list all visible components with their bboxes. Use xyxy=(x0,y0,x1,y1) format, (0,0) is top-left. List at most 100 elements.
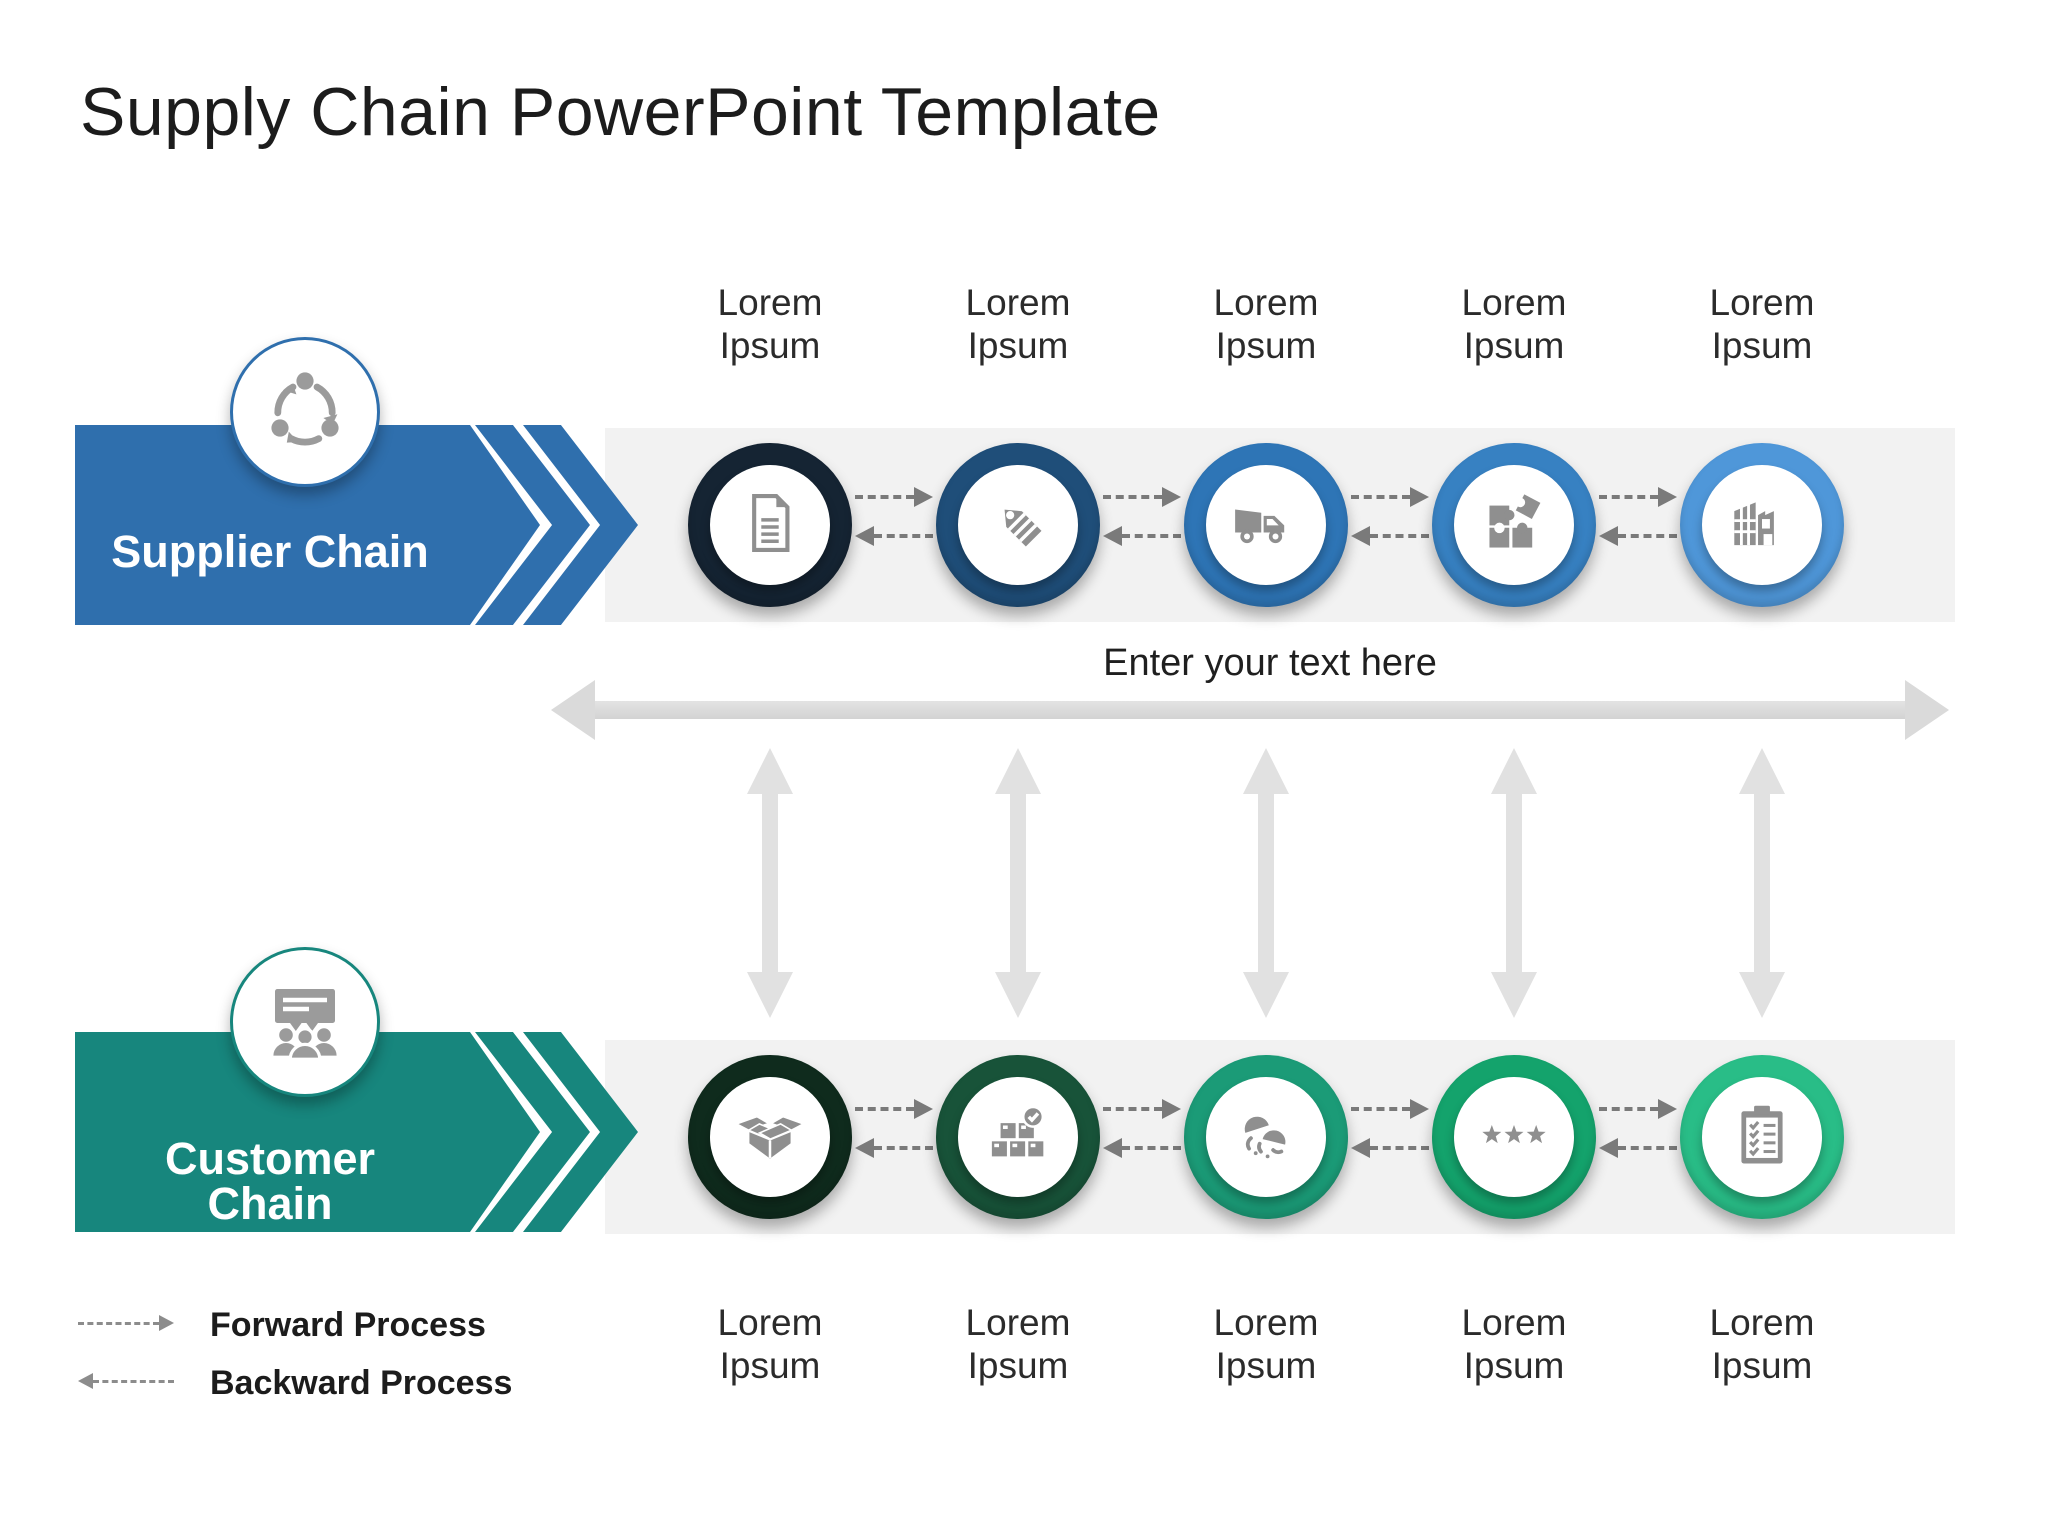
dash-line xyxy=(874,1146,933,1150)
customer-band-label[interactable]: Customer Chain xyxy=(164,1133,376,1229)
supplier-step-1-circle xyxy=(688,443,852,607)
customer-step-5-label[interactable]: Lorem Ipsum xyxy=(1709,1302,1815,1386)
customer-step-4-label[interactable]: Lorem Ipsum xyxy=(1461,1302,1567,1386)
boxes-check-icon xyxy=(980,1097,1056,1178)
arrow-head-left xyxy=(551,680,595,740)
customer-step-1-circle xyxy=(688,1055,852,1219)
meeting-icon xyxy=(257,972,353,1073)
supplier-step-3-label[interactable]: Lorem Ipsum xyxy=(1213,282,1319,366)
vertical-double-arrow-4 xyxy=(1491,748,1537,1018)
vertical-double-arrow-5 xyxy=(1739,748,1785,1018)
supplier-step-3-face xyxy=(1206,465,1326,585)
supplier-backward-arrow-1 xyxy=(855,526,933,546)
supplier-step-5-circle xyxy=(1680,443,1844,607)
arrow-head-right xyxy=(1162,1099,1181,1119)
dash-line xyxy=(874,534,933,538)
arrow-head-right xyxy=(914,1099,933,1119)
arrow-head-up xyxy=(747,748,793,794)
customer-step-2-label[interactable]: Lorem Ipsum xyxy=(965,1302,1071,1386)
dash-line xyxy=(1599,1107,1658,1111)
supplier-step-1-label[interactable]: Lorem Ipsum xyxy=(717,282,823,366)
supplier-step-2-face xyxy=(958,465,1078,585)
price-tag-icon xyxy=(980,485,1056,566)
vertical-double-arrow-3 xyxy=(1243,748,1289,1018)
arrow-head-up xyxy=(995,748,1041,794)
legend-backward-label: Backward Process xyxy=(210,1364,513,1402)
dash-line xyxy=(1370,1146,1429,1150)
factory-icon xyxy=(1724,485,1800,566)
truck-icon xyxy=(1228,485,1304,566)
arrow-head-right xyxy=(1162,487,1181,507)
customer-step-2-circle xyxy=(936,1055,1100,1219)
arrow-head-down xyxy=(747,972,793,1018)
dash-line xyxy=(93,1379,174,1383)
supplier-band: Supplier Chain xyxy=(75,425,540,625)
document-icon xyxy=(732,485,808,566)
arrow-head-right xyxy=(1410,487,1429,507)
supplier-backward-arrow-3 xyxy=(1351,526,1429,546)
arrow-shaft xyxy=(1506,794,1522,972)
customer-forward-arrow-3 xyxy=(1351,1099,1429,1119)
supplier-forward-arrow-2 xyxy=(1103,487,1181,507)
supplier-step-5-face xyxy=(1702,465,1822,585)
supplier-step-2-label[interactable]: Lorem Ipsum xyxy=(965,282,1071,366)
supplier-step-5-label[interactable]: Lorem Ipsum xyxy=(1709,282,1815,366)
dash-line xyxy=(1599,495,1658,499)
customer-backward-arrow-1 xyxy=(855,1138,933,1158)
arrow-head-down xyxy=(1243,972,1289,1018)
dash-line xyxy=(1103,1107,1162,1111)
supplier-backward-arrow-2 xyxy=(1103,526,1181,546)
supplier-step-4-circle xyxy=(1432,443,1596,607)
supplier-step-4-label[interactable]: Lorem Ipsum xyxy=(1461,282,1567,366)
arrow-head-up xyxy=(1243,748,1289,794)
supplier-step-4-face xyxy=(1454,465,1574,585)
dash-line xyxy=(1122,534,1181,538)
arrow-head-left xyxy=(1351,1138,1370,1158)
customer-step-3-face xyxy=(1206,1077,1326,1197)
supplier-band-label[interactable]: Supplier Chain xyxy=(111,526,429,577)
customer-forward-arrow-1 xyxy=(855,1099,933,1119)
legend-forward-arrow xyxy=(78,1314,174,1332)
arrow-head-left xyxy=(855,1138,874,1158)
open-box-icon xyxy=(732,1097,808,1178)
arrow-head-left xyxy=(855,526,874,546)
supplier-backward-arrow-4 xyxy=(1599,526,1677,546)
customer-step-5-circle xyxy=(1680,1055,1844,1219)
dash-line xyxy=(1351,495,1410,499)
customer-step-3-label[interactable]: Lorem Ipsum xyxy=(1213,1302,1319,1386)
vertical-double-arrow-1 xyxy=(747,748,793,1018)
customer-step-4-circle xyxy=(1432,1055,1596,1219)
arrow-head-down xyxy=(1491,972,1537,1018)
dash-line xyxy=(78,1321,159,1325)
dash-line xyxy=(855,495,914,499)
horizontal-double-arrow xyxy=(551,680,1949,740)
arrow-head-down xyxy=(1739,972,1785,1018)
arrow-head-right xyxy=(1410,1099,1429,1119)
supplier-forward-arrow-3 xyxy=(1351,487,1429,507)
supplier-badge xyxy=(230,337,380,487)
customer-badge xyxy=(230,947,380,1097)
arrow-head-right xyxy=(159,1315,174,1331)
dash-line xyxy=(1618,534,1677,538)
arrow-shaft xyxy=(1010,794,1026,972)
supplier-forward-arrow-4 xyxy=(1599,487,1677,507)
supplier-step-2-circle xyxy=(936,443,1100,607)
arrow-head-left xyxy=(1351,526,1370,546)
arrow-shaft xyxy=(1258,794,1274,972)
customer-backward-arrow-3 xyxy=(1351,1138,1429,1158)
arrow-shaft xyxy=(1754,794,1770,972)
customer-step-1-label[interactable]: Lorem Ipsum xyxy=(717,1302,823,1386)
customer-step-4-face xyxy=(1454,1077,1574,1197)
customer-step-3-circle xyxy=(1184,1055,1348,1219)
arrow-head-down xyxy=(995,972,1041,1018)
legend-forward-label: Forward Process xyxy=(210,1306,486,1344)
customer-step-1-face xyxy=(710,1077,830,1197)
dash-line xyxy=(1370,534,1429,538)
enter-text-placeholder[interactable]: Enter your text here xyxy=(1103,642,1437,684)
cycle-icon xyxy=(257,362,353,463)
page-title[interactable]: Supply Chain PowerPoint Template xyxy=(80,74,1161,150)
arrow-head-right xyxy=(1905,680,1949,740)
arrow-head-right xyxy=(1658,487,1677,507)
arrow-shaft xyxy=(762,794,778,972)
